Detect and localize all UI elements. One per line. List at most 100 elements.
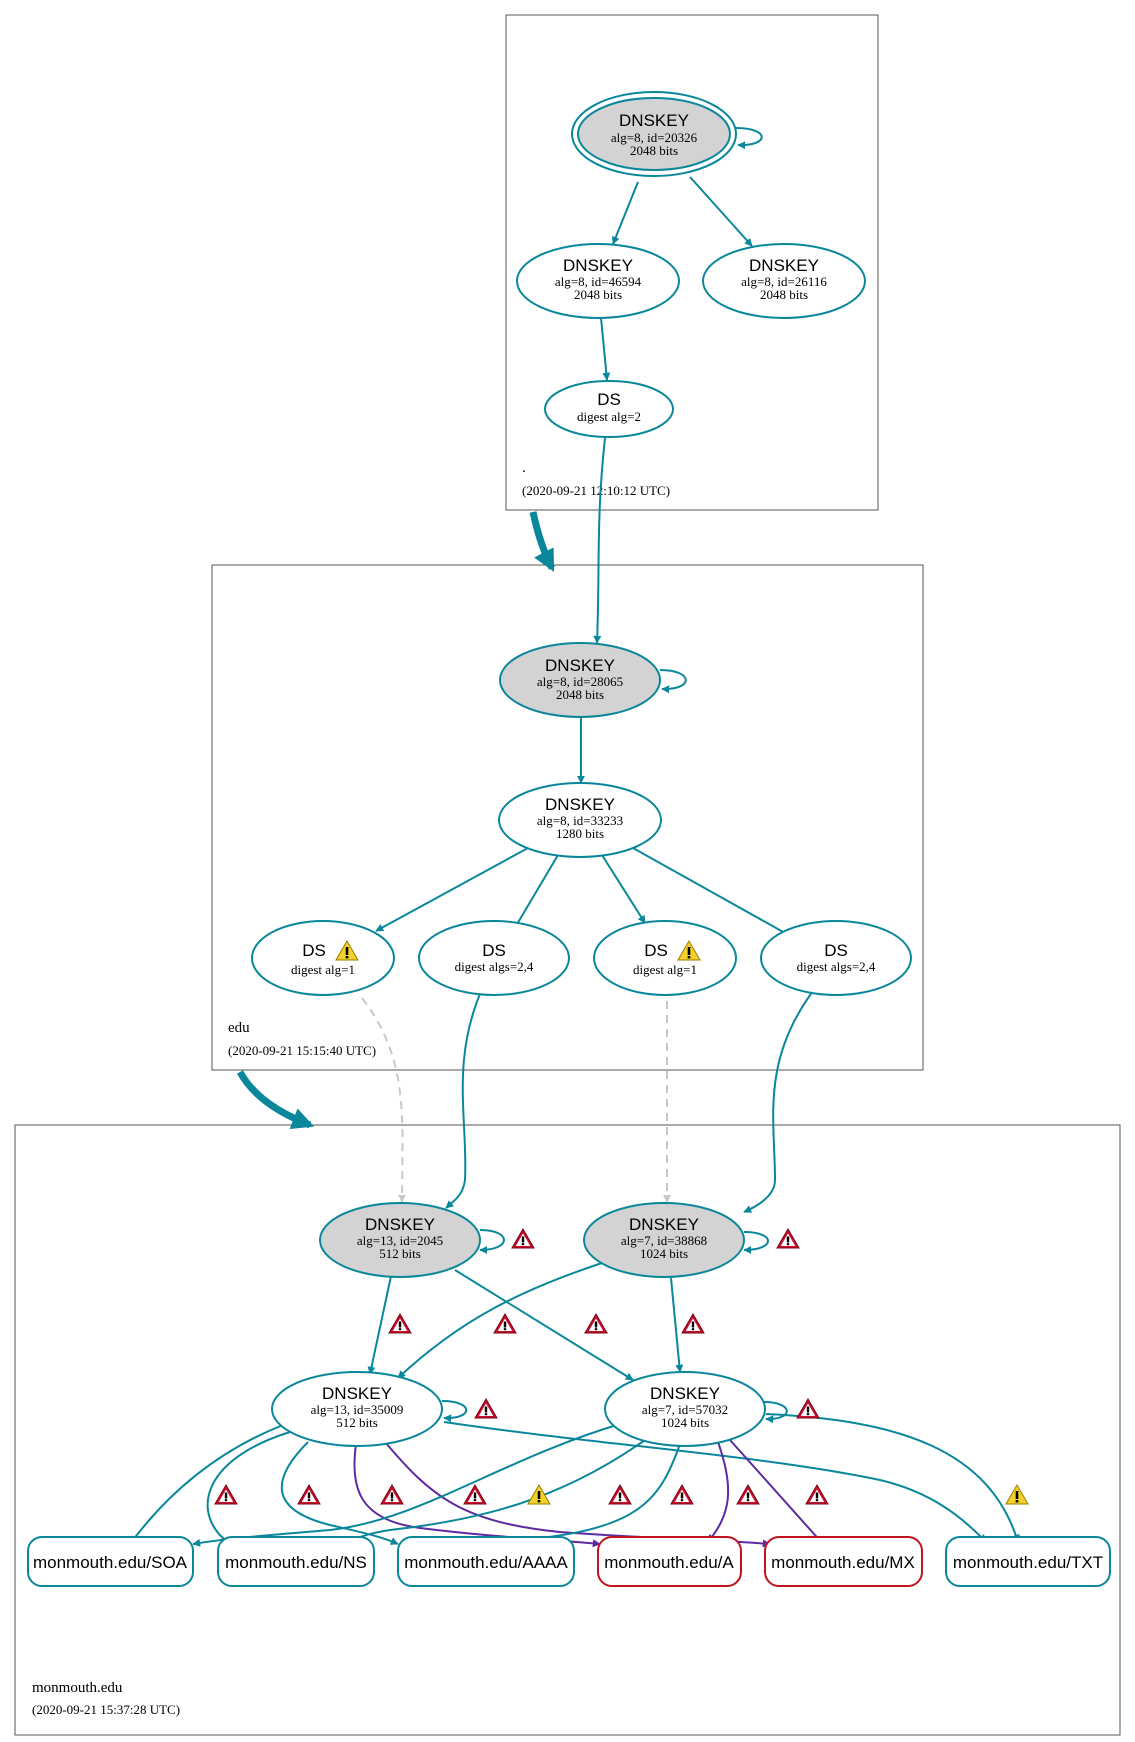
node-detail: digest algs=2,4 [455, 959, 534, 974]
node-mm-zsk-57032[interactable]: DNSKEY alg=7, id=57032 1024 bits [604, 1371, 766, 1447]
edge-zsk1-ns [206, 1431, 291, 1545]
delegation-arrow-edu-monmouth [236, 1070, 315, 1129]
edge-mm-zsk2-self [763, 1401, 788, 1424]
node-edu-ds-2[interactable]: DS digest algs=2,4 [418, 920, 570, 996]
error-icon [584, 1313, 608, 1334]
node-detail: 2048 bits [760, 287, 808, 302]
edge-root-ds-edu-ksk [593, 437, 606, 644]
zone-monmouth-timestamp: (2020-09-21 15:37:28 UTC) [32, 1702, 180, 1717]
zone-edu-timestamp: (2020-09-21 15:15:40 UTC) [228, 1043, 376, 1058]
record-label: monmouth.edu/A [604, 1553, 734, 1572]
record-txt[interactable]: monmouth.edu/TXT [945, 1536, 1111, 1587]
warning-icon [1005, 1484, 1029, 1505]
node-detail: 2048 bits [574, 287, 622, 302]
zone-edu: edu (2020-09-21 15:15:40 UTC) [211, 564, 924, 1071]
record-ns[interactable]: monmouth.edu/NS [217, 1536, 375, 1587]
node-detail: alg=8, id=33233 [537, 813, 623, 828]
zone-monmouth: monmouth.edu (2020-09-21 15:37:28 UTC) [14, 1124, 1121, 1736]
node-detail: 1024 bits [640, 1246, 688, 1261]
edge-zsk2-ns [343, 1439, 646, 1545]
node-detail: alg=8, id=28065 [537, 674, 623, 689]
record-a[interactable]: monmouth.edu/A [597, 1536, 742, 1587]
node-detail: alg=13, id=35009 [311, 1402, 404, 1417]
error-icon [493, 1313, 517, 1334]
error-icon [511, 1228, 535, 1249]
node-root-ksk[interactable]: DNSKEY alg=8, id=20326 2048 bits [571, 91, 737, 177]
edge-root-ksk-self [735, 127, 763, 150]
node-title: DS [597, 390, 621, 409]
edge-zsk2-aaaa [459, 1443, 681, 1548]
node-detail: digest algs=2,4 [797, 959, 876, 974]
node-detail: alg=8, id=26116 [741, 274, 827, 289]
error-icon [380, 1484, 404, 1505]
node-detail: alg=8, id=20326 [611, 130, 698, 145]
error-icon [796, 1398, 820, 1419]
node-mm-zsk-35009[interactable]: DNSKEY alg=13, id=35009 512 bits [271, 1371, 443, 1447]
node-detail: 1280 bits [556, 826, 604, 841]
node-detail: digest alg=1 [633, 962, 697, 977]
edge-mm-ksk2-zsk1 [397, 1261, 606, 1379]
error-icon [805, 1484, 829, 1505]
edge-zsk1-txt [443, 1421, 987, 1543]
edge-mm-zsk1-self [441, 1400, 468, 1423]
edge-mm-ksk1-zsk2 [454, 1269, 634, 1381]
node-title: DNSKEY [545, 656, 615, 675]
node-detail: alg=7, id=38868 [621, 1233, 707, 1248]
zone-root-timestamp: (2020-09-21 12:10:12 UTC) [522, 483, 670, 498]
record-label: monmouth.edu/MX [771, 1553, 915, 1572]
zone-root-label: . [522, 460, 526, 476]
error-icon [474, 1398, 498, 1419]
node-edu-ksk[interactable]: DNSKEY alg=8, id=28065 2048 bits [499, 642, 661, 718]
error-icon [681, 1313, 705, 1334]
edge-edu-zsk-ds4 [632, 847, 795, 939]
node-edu-ds-4[interactable]: DS digest algs=2,4 [760, 920, 912, 996]
record-label: monmouth.edu/TXT [953, 1553, 1103, 1572]
node-edu-ds-1[interactable]: DS digest alg=1 [251, 920, 395, 996]
node-detail: 512 bits [379, 1246, 421, 1261]
node-title: DNSKEY [749, 256, 819, 275]
node-detail: digest alg=1 [291, 962, 355, 977]
node-detail: alg=13, id=2045 [357, 1233, 443, 1248]
edge-zsk2-mx [729, 1439, 824, 1545]
node-edu-zsk[interactable]: DNSKEY alg=8, id=33233 1280 bits [498, 782, 662, 858]
record-aaaa[interactable]: monmouth.edu/AAAA [397, 1536, 575, 1587]
zone-monmouth-label: monmouth.edu [32, 1680, 123, 1696]
node-detail: alg=8, id=46594 [555, 274, 642, 289]
edge-edu-ds1-mm-ksk1 [361, 997, 407, 1203]
error-icon [463, 1484, 487, 1505]
record-label: monmouth.edu/AAAA [404, 1553, 568, 1572]
node-mm-ksk-38868[interactable]: DNSKEY alg=7, id=38868 1024 bits [583, 1202, 745, 1278]
node-edu-ds-3[interactable]: DS digest alg=1 [593, 920, 737, 996]
edge-root-zsk1-ds [600, 317, 611, 381]
record-soa[interactable]: monmouth.edu/SOA [27, 1536, 194, 1587]
zone-root: . (2020-09-21 12:10:12 UTC) [505, 14, 879, 511]
error-icon [297, 1484, 321, 1505]
error-icon [736, 1484, 760, 1505]
node-title: DNSKEY [629, 1215, 699, 1234]
edge-mm-ksk1-self [479, 1229, 505, 1254]
node-mm-ksk-2045[interactable]: DNSKEY alg=13, id=2045 512 bits [319, 1202, 481, 1278]
edges [129, 127, 1020, 1548]
node-title: DNSKEY [365, 1215, 435, 1234]
error-icon [776, 1228, 800, 1249]
node-detail: 512 bits [336, 1415, 378, 1430]
node-title: DS [482, 941, 506, 960]
node-title: DNSKEY [322, 1384, 392, 1403]
node-root-ds[interactable]: DS digest alg=2 [544, 380, 674, 438]
node-title: DNSKEY [619, 111, 689, 130]
zone-edu-label: edu [228, 1020, 250, 1036]
error-icon [214, 1484, 238, 1505]
record-mx[interactable]: monmouth.edu/MX [764, 1536, 923, 1587]
node-root-zsk-26116[interactable]: DNSKEY alg=8, id=26116 2048 bits [702, 243, 866, 319]
node-title: DS [824, 941, 848, 960]
node-title: DNSKEY [545, 795, 615, 814]
delegation-arrow-root-edu [529, 511, 556, 572]
edge-zsk1-mx [384, 1441, 771, 1548]
node-detail: 2048 bits [556, 687, 604, 702]
node-root-zsk-46594[interactable]: DNSKEY alg=8, id=46594 2048 bits [516, 243, 680, 319]
edge-zsk2-a [707, 1441, 730, 1543]
node-detail: 2048 bits [630, 143, 678, 158]
node-title: DS [302, 941, 326, 960]
edge-edu-zsk-ds3 [601, 854, 646, 924]
